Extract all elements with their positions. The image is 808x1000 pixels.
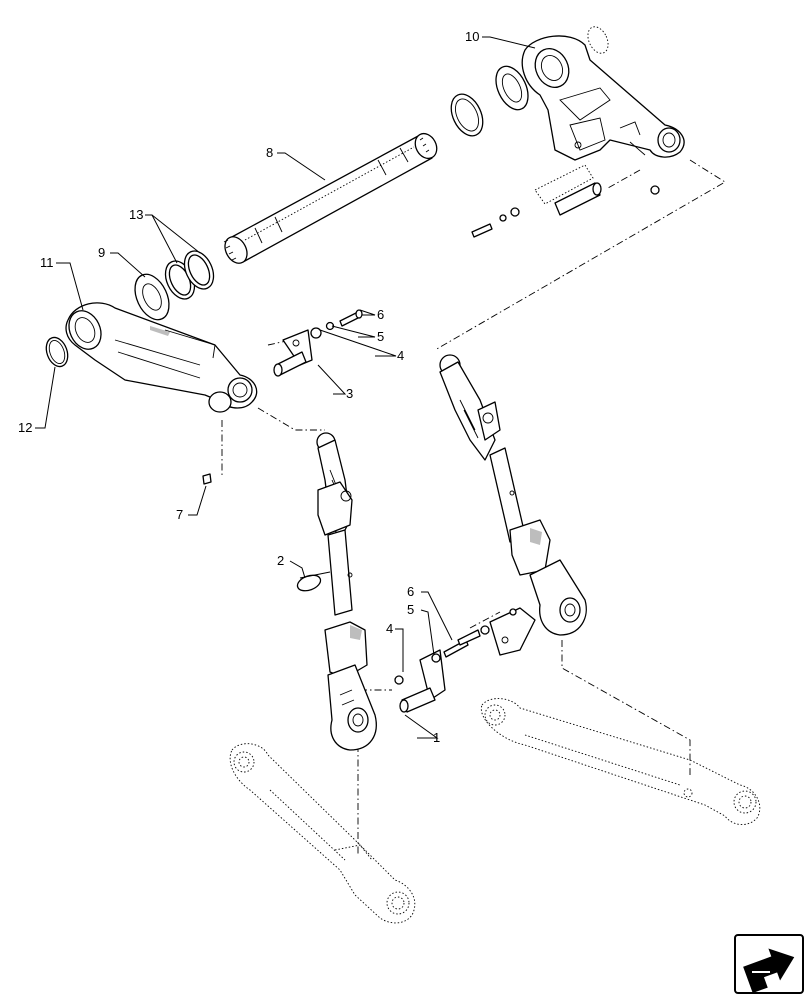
callout-9: 9 [98,245,105,260]
callout-12: 12 [18,420,32,435]
spring-clip[interactable] [295,571,331,594]
callout-5-lower: 5 [407,602,414,617]
lower-pin-with-plate[interactable] [399,649,446,713]
thrust-washer[interactable] [128,269,175,325]
callout-13: 13 [129,207,143,222]
callout-4-lower: 4 [386,621,393,636]
callout-3: 3 [346,386,353,401]
shaft-spline-teeth [223,137,430,261]
callout-6-lower: 6 [407,584,414,599]
right-splined-rings[interactable] [445,24,612,141]
callout-5-upper: 5 [377,329,384,344]
callout-labels: 1 2 3 4 4 5 5 6 6 7 8 9 10 11 12 13 [18,29,479,745]
grease-nipple[interactable] [202,473,212,485]
o-ring[interactable] [42,334,71,369]
left-lift-arm[interactable] [63,302,258,413]
upper-pin-with-plate[interactable] [273,329,313,377]
callout-10: 10 [465,29,479,44]
callout-11: 11 [40,255,54,270]
callout-6-upper: 6 [377,307,384,322]
right-lift-rod[interactable] [439,354,587,636]
right-arm-pin-assembly[interactable] [471,141,660,238]
center-lines [221,159,726,855]
snap-ring-pair[interactable] [160,246,219,303]
right-lower-link[interactable] [480,698,761,825]
left-lower-link[interactable] [229,743,416,924]
callout-2: 2 [277,553,284,568]
callout-8: 8 [266,145,273,160]
right-lower-pin-plate[interactable] [489,607,536,656]
callout-1: 1 [433,730,440,745]
callout-4-upper: 4 [397,348,404,363]
upper-washer-nut-bolt[interactable] [310,309,363,339]
leader-lines [35,36,536,739]
callout-7: 7 [176,507,183,522]
splined-shaft[interactable] [221,130,441,267]
next-page-arrow-icon[interactable] [734,934,804,994]
left-lift-rod[interactable] [316,432,377,751]
right-lift-arm[interactable] [521,35,685,161]
lower-washer-nut-bolt[interactable] [394,625,490,685]
